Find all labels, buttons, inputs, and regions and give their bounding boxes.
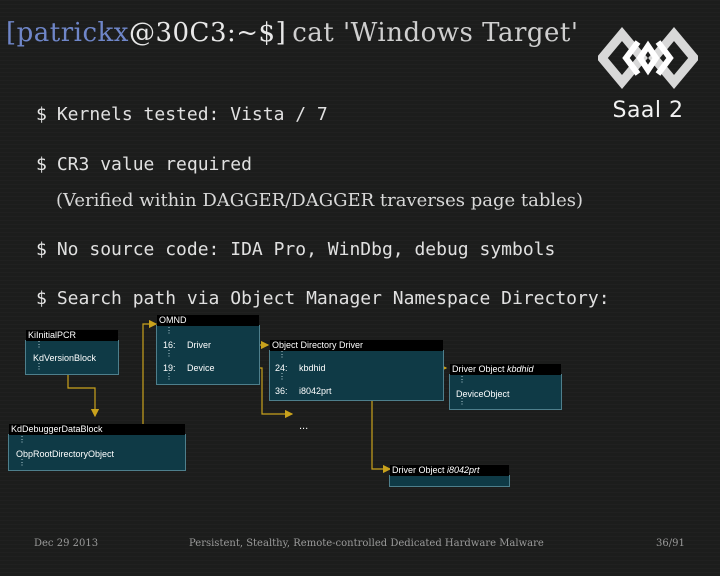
kpcr-header: KiInitialPCR [26, 330, 118, 341]
kbdhid-header-name: kbdhid [507, 364, 534, 374]
bullet-cr3: $ CR3 value required [36, 154, 252, 175]
dots-top: ⋮ [18, 435, 26, 444]
objdir-box: Object Directory Driver ⋮ 24: kbdhid ⋮ 3… [269, 340, 444, 401]
dots-top: ⋮ [35, 340, 43, 349]
dots-middle: ⋮ [278, 372, 286, 381]
i8042prt-header: Driver Object i8042prt [390, 465, 509, 476]
bullet-text: Search path via Object Manager Namespace… [56, 288, 610, 309]
omnd-index-device: 19: [163, 363, 176, 373]
dots-bottom: ⋮ [18, 458, 26, 467]
i8042prt-header-prefix: Driver Object [392, 465, 448, 475]
objdir-header: Object Directory Driver [270, 340, 443, 351]
omnd-index-driver: 16: [163, 340, 176, 350]
bullet-source: $ No source code: IDA Pro, WinDbg, debug … [36, 239, 555, 260]
i8042prt-header-name: i8042prt [447, 465, 480, 475]
kpcr-field: KdVersionBlock [33, 353, 97, 363]
dots-top: ⋮ [458, 375, 466, 384]
bullet-text: CR3 value required [56, 154, 252, 175]
footer-date: Dec 29 2013 [34, 538, 99, 549]
dots-middle: ⋮ [165, 349, 173, 358]
arrow-i8042prt-to-driverobject [358, 390, 392, 474]
arrow-kpcr-to-kddebugger [67, 367, 100, 418]
objdir-index-kbdhid: 24: [275, 363, 288, 373]
dots-top: ⋮ [165, 326, 173, 335]
objdir-index-i8042prt: 36: [275, 386, 288, 396]
dots-bottom: ⋮ [165, 372, 173, 381]
omnd-header: OMND [157, 315, 259, 326]
footer-page-number: 36/91 [656, 538, 685, 549]
kddebugger-box: KdDebuggerDataBlock ⋮ ObpRootDirectoryOb… [8, 424, 186, 471]
bullet-cr3-sub: (Verified within DAGGER/DAGGER traverses… [56, 190, 584, 211]
dots-bottom: ⋮ [35, 362, 43, 371]
30c3-logo-icon [598, 26, 698, 90]
bullet-search-path: $ Search path via Object Manager Namespac… [36, 288, 610, 309]
dots-top: ⋮ [278, 350, 286, 359]
omnd-name-device: Device [187, 363, 215, 373]
bullet-symbol: $ [36, 104, 47, 125]
slide-title: [patrickx@30C3:~$]cat 'Windows Target' [6, 18, 579, 48]
bullet-symbol: $ [36, 154, 47, 175]
kddebugger-field: ObpRootDirectoryObject [16, 449, 115, 459]
kbdhid-header: Driver Object kbdhid [450, 364, 561, 375]
kbdhid-field: DeviceObject [456, 389, 510, 399]
dots-bottom: ⋮ [458, 397, 466, 406]
kpcr-box: KiInitialPCR ⋮ KdVersionBlock ⋮ [25, 330, 119, 375]
arrow-kddebugger-to-omnd [142, 319, 158, 448]
i8042prt-driver-object-box: Driver Object i8042prt [389, 465, 510, 487]
kbdhid-driver-object-box: Driver Object kbdhid ⋮ DeviceObject ⋮ [449, 364, 562, 410]
bullet-text: No source code: IDA Pro, WinDbg, debug s… [56, 239, 556, 260]
bullet-text: Kernels tested: Vista / 7 [56, 104, 328, 125]
omnd-name-driver: Driver [187, 340, 211, 350]
bullet-kernels: $ Kernels tested: Vista / 7 [36, 104, 328, 125]
footer-title: Persistent, Stealthy, Remote-controlled … [189, 538, 544, 549]
title-host: @30C3:~$] [128, 18, 287, 48]
saal-label: Saal 2 [612, 98, 684, 123]
objdir-name-i8042prt: i8042prt [299, 386, 332, 396]
bullet-symbol: $ [36, 239, 47, 260]
title-prompt: [patrickx [6, 18, 129, 48]
bullet-symbol: $ [36, 288, 47, 309]
kbdhid-header-prefix: Driver Object [452, 364, 508, 374]
title-command: cat 'Windows Target' [292, 18, 579, 48]
objdir-name-kbdhid: kbdhid [299, 363, 326, 373]
kddebugger-header: KdDebuggerDataBlock [9, 424, 185, 435]
diagram-ellipsis: ... [299, 420, 309, 432]
omnd-box: OMND ⋮ 16: Driver ⋮ 19: Device ⋮ [156, 315, 260, 385]
